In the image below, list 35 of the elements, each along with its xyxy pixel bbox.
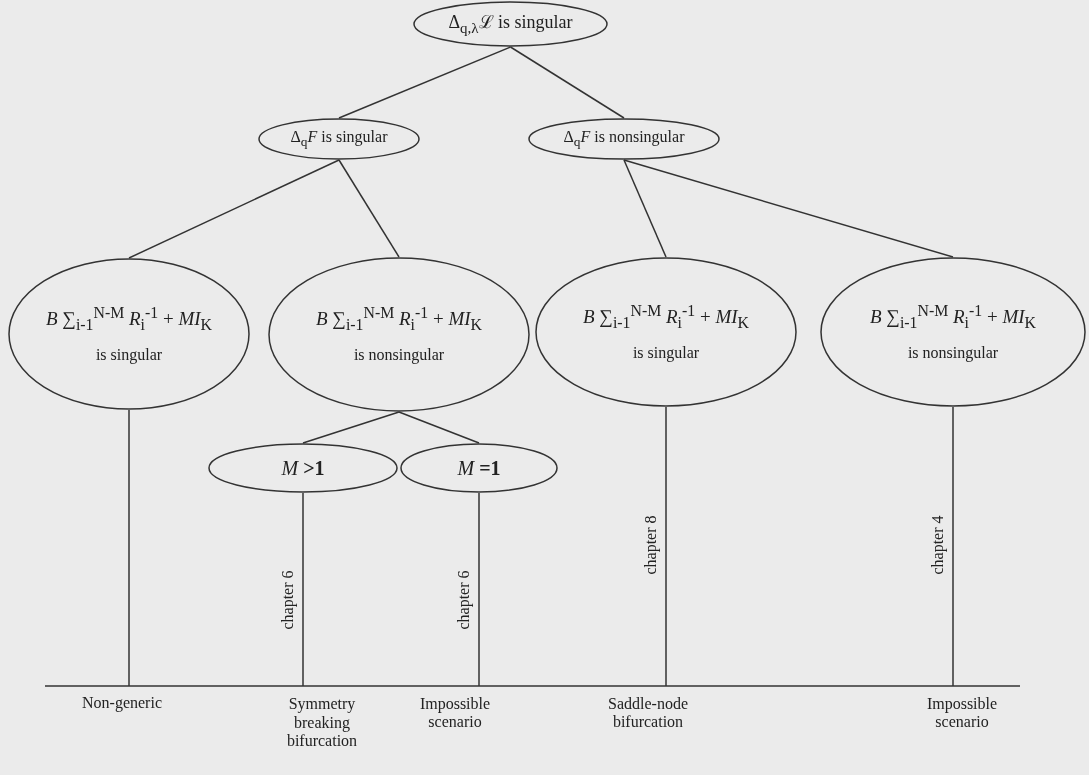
formula-text: B ∑$_{i-1}$$^{N-M}$ R$_{i}$$^{-1}$ + MI$_{K}$	[869, 301, 1036, 333]
edge-label: chapter 6	[454, 568, 473, 632]
condition-text: M >1	[281, 456, 325, 480]
outcome-label: Symmetry breaking bifurcation	[285, 695, 359, 751]
condition-text: Δ$_{q}$F is singular	[290, 127, 388, 151]
outcome-label: Non-generic	[82, 693, 162, 713]
connector-line	[338, 159, 400, 258]
connector-line	[128, 159, 340, 259]
connector-line	[952, 406, 954, 687]
connector-line	[398, 411, 480, 444]
edge-label: chapter 6	[278, 568, 297, 632]
connector-line	[665, 406, 667, 687]
edge-label: chapter 8	[641, 513, 660, 577]
connector-line	[128, 409, 130, 687]
outcome-label: Saddle-node bifurcation	[607, 694, 689, 732]
outcome-label: Impossible scenario	[418, 694, 492, 732]
connector-line	[302, 411, 400, 444]
connector-line	[509, 46, 625, 119]
condition-text: is nonsingular	[907, 342, 999, 363]
formula-text: B ∑$_{i-1}$$^{N-M}$ R$_{i}$$^{-1}$ + MI$_{K}$	[45, 303, 212, 335]
connector-line	[623, 159, 954, 258]
outcome-label: Impossible scenario	[925, 694, 999, 732]
condition-text: M =1	[457, 456, 501, 480]
formula-text: B ∑$_{i-1}$$^{N-M}$ R$_{i}$$^{-1}$ + MI$_{K}$	[315, 304, 482, 336]
connector-line	[623, 159, 667, 258]
edge-label: chapter 4	[928, 513, 947, 577]
condition-text: Δ$_{q}$F is nonsingular	[563, 127, 685, 151]
condition-text: is singular	[95, 344, 163, 365]
connector-line	[338, 46, 512, 119]
connector-line	[478, 492, 480, 687]
condition-text: is nonsingular	[353, 345, 445, 365]
formula-text: B ∑$_{i-1}$$^{N-M}$ R$_{i}$$^{-1}$ + MI$_{K}$	[582, 301, 749, 333]
connector-line	[302, 492, 304, 687]
condition-text: Δ$_{q,λ}$ℒ is singular	[448, 11, 573, 37]
condition-text: is singular	[632, 342, 700, 363]
